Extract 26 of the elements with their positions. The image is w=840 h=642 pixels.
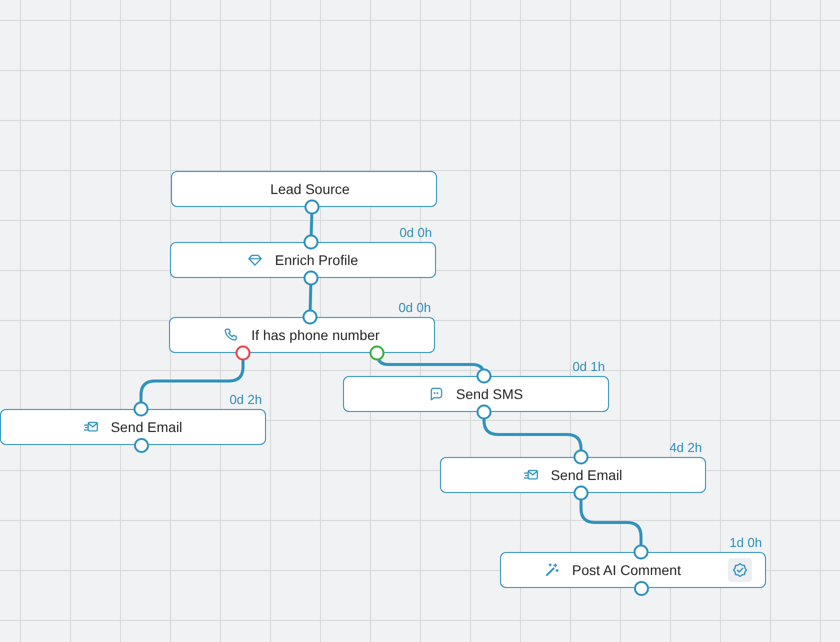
connector (370, 346, 492, 384)
step-box (0, 409, 266, 445)
connector (134, 346, 250, 416)
connector (574, 486, 648, 560)
delay-label: 0d 2h (229, 392, 262, 407)
step-box (343, 376, 609, 412)
delay-label: 0d 1h (572, 359, 605, 374)
step-label: Post AI Comment (572, 562, 681, 578)
step-box (170, 242, 436, 278)
step-box (500, 552, 766, 588)
step-label: Lead Source (270, 181, 350, 197)
condition-box (169, 317, 435, 353)
step-label: If has phone number (251, 327, 380, 343)
step-box (440, 457, 706, 493)
delay-label: 0d 0h (398, 300, 431, 315)
delay-label: 1d 0h (729, 535, 762, 550)
delay-label: 4d 2h (669, 440, 702, 455)
connector (476, 404, 588, 464)
step-label: Send SMS (456, 386, 523, 402)
delay-label: 0d 0h (399, 225, 432, 240)
step-label: Enrich Profile (274, 252, 358, 268)
trigger-box (171, 171, 437, 207)
connector (304, 200, 320, 250)
step-label: Send Email (550, 467, 622, 483)
step-label: Send Email (110, 419, 182, 435)
connector (302, 270, 318, 324)
